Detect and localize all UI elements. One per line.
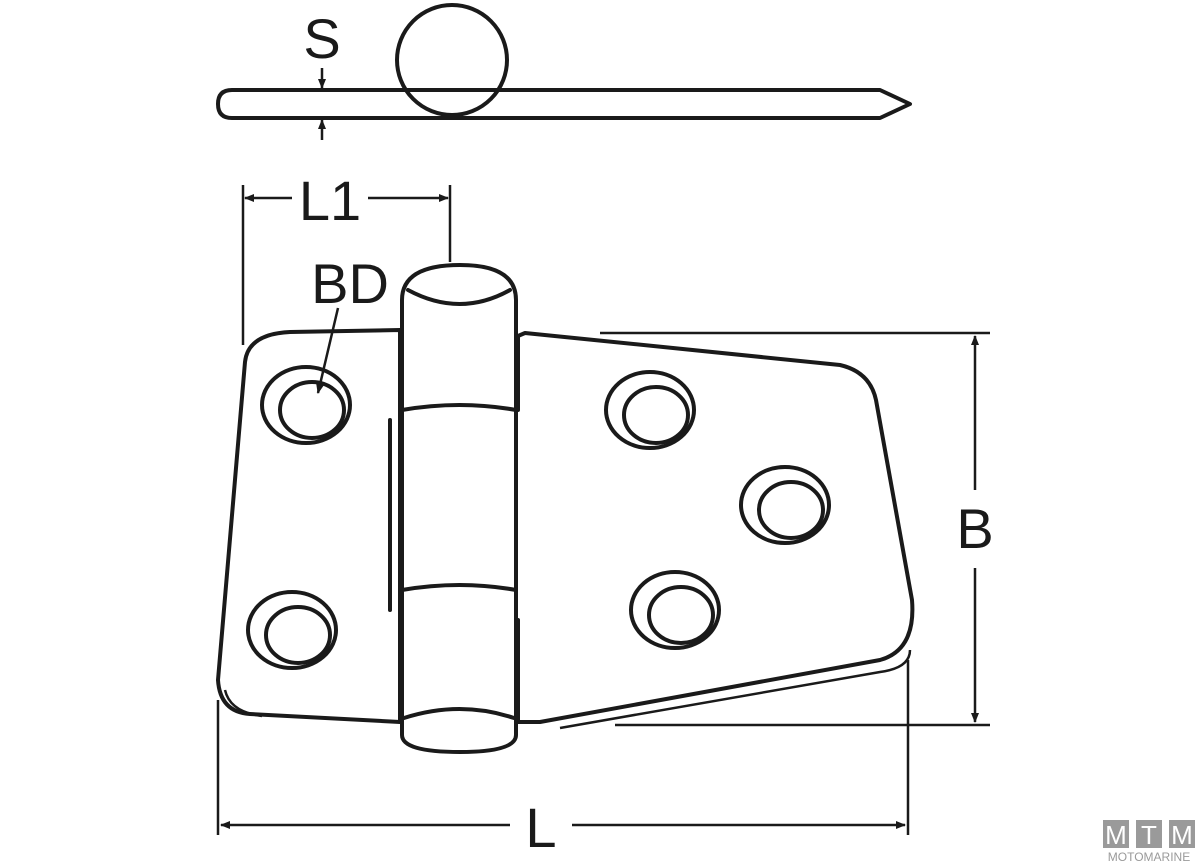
label-l: L [525,796,556,859]
bd-callout: BD [311,252,389,394]
logo-letter-t: T [1141,820,1157,850]
left-leaf [216,328,402,724]
hinge-barrel [388,263,518,754]
logo-name: MOTOMARINE [1108,850,1190,864]
l-dimension: L [216,660,910,859]
label-s: S [303,7,340,70]
side-view: S [216,3,912,140]
logo-letter-m1: M [1105,820,1127,850]
label-b: B [956,497,993,560]
b-dimension: B [600,331,994,727]
label-bd: BD [311,252,389,315]
l1-dimension: L1 [241,169,452,345]
label-l1: L1 [299,169,361,232]
motomarine-logo: M T M MOTOMARINE [1103,820,1195,864]
logo-letter-m2: M [1171,820,1193,850]
right-leaf [516,331,915,730]
